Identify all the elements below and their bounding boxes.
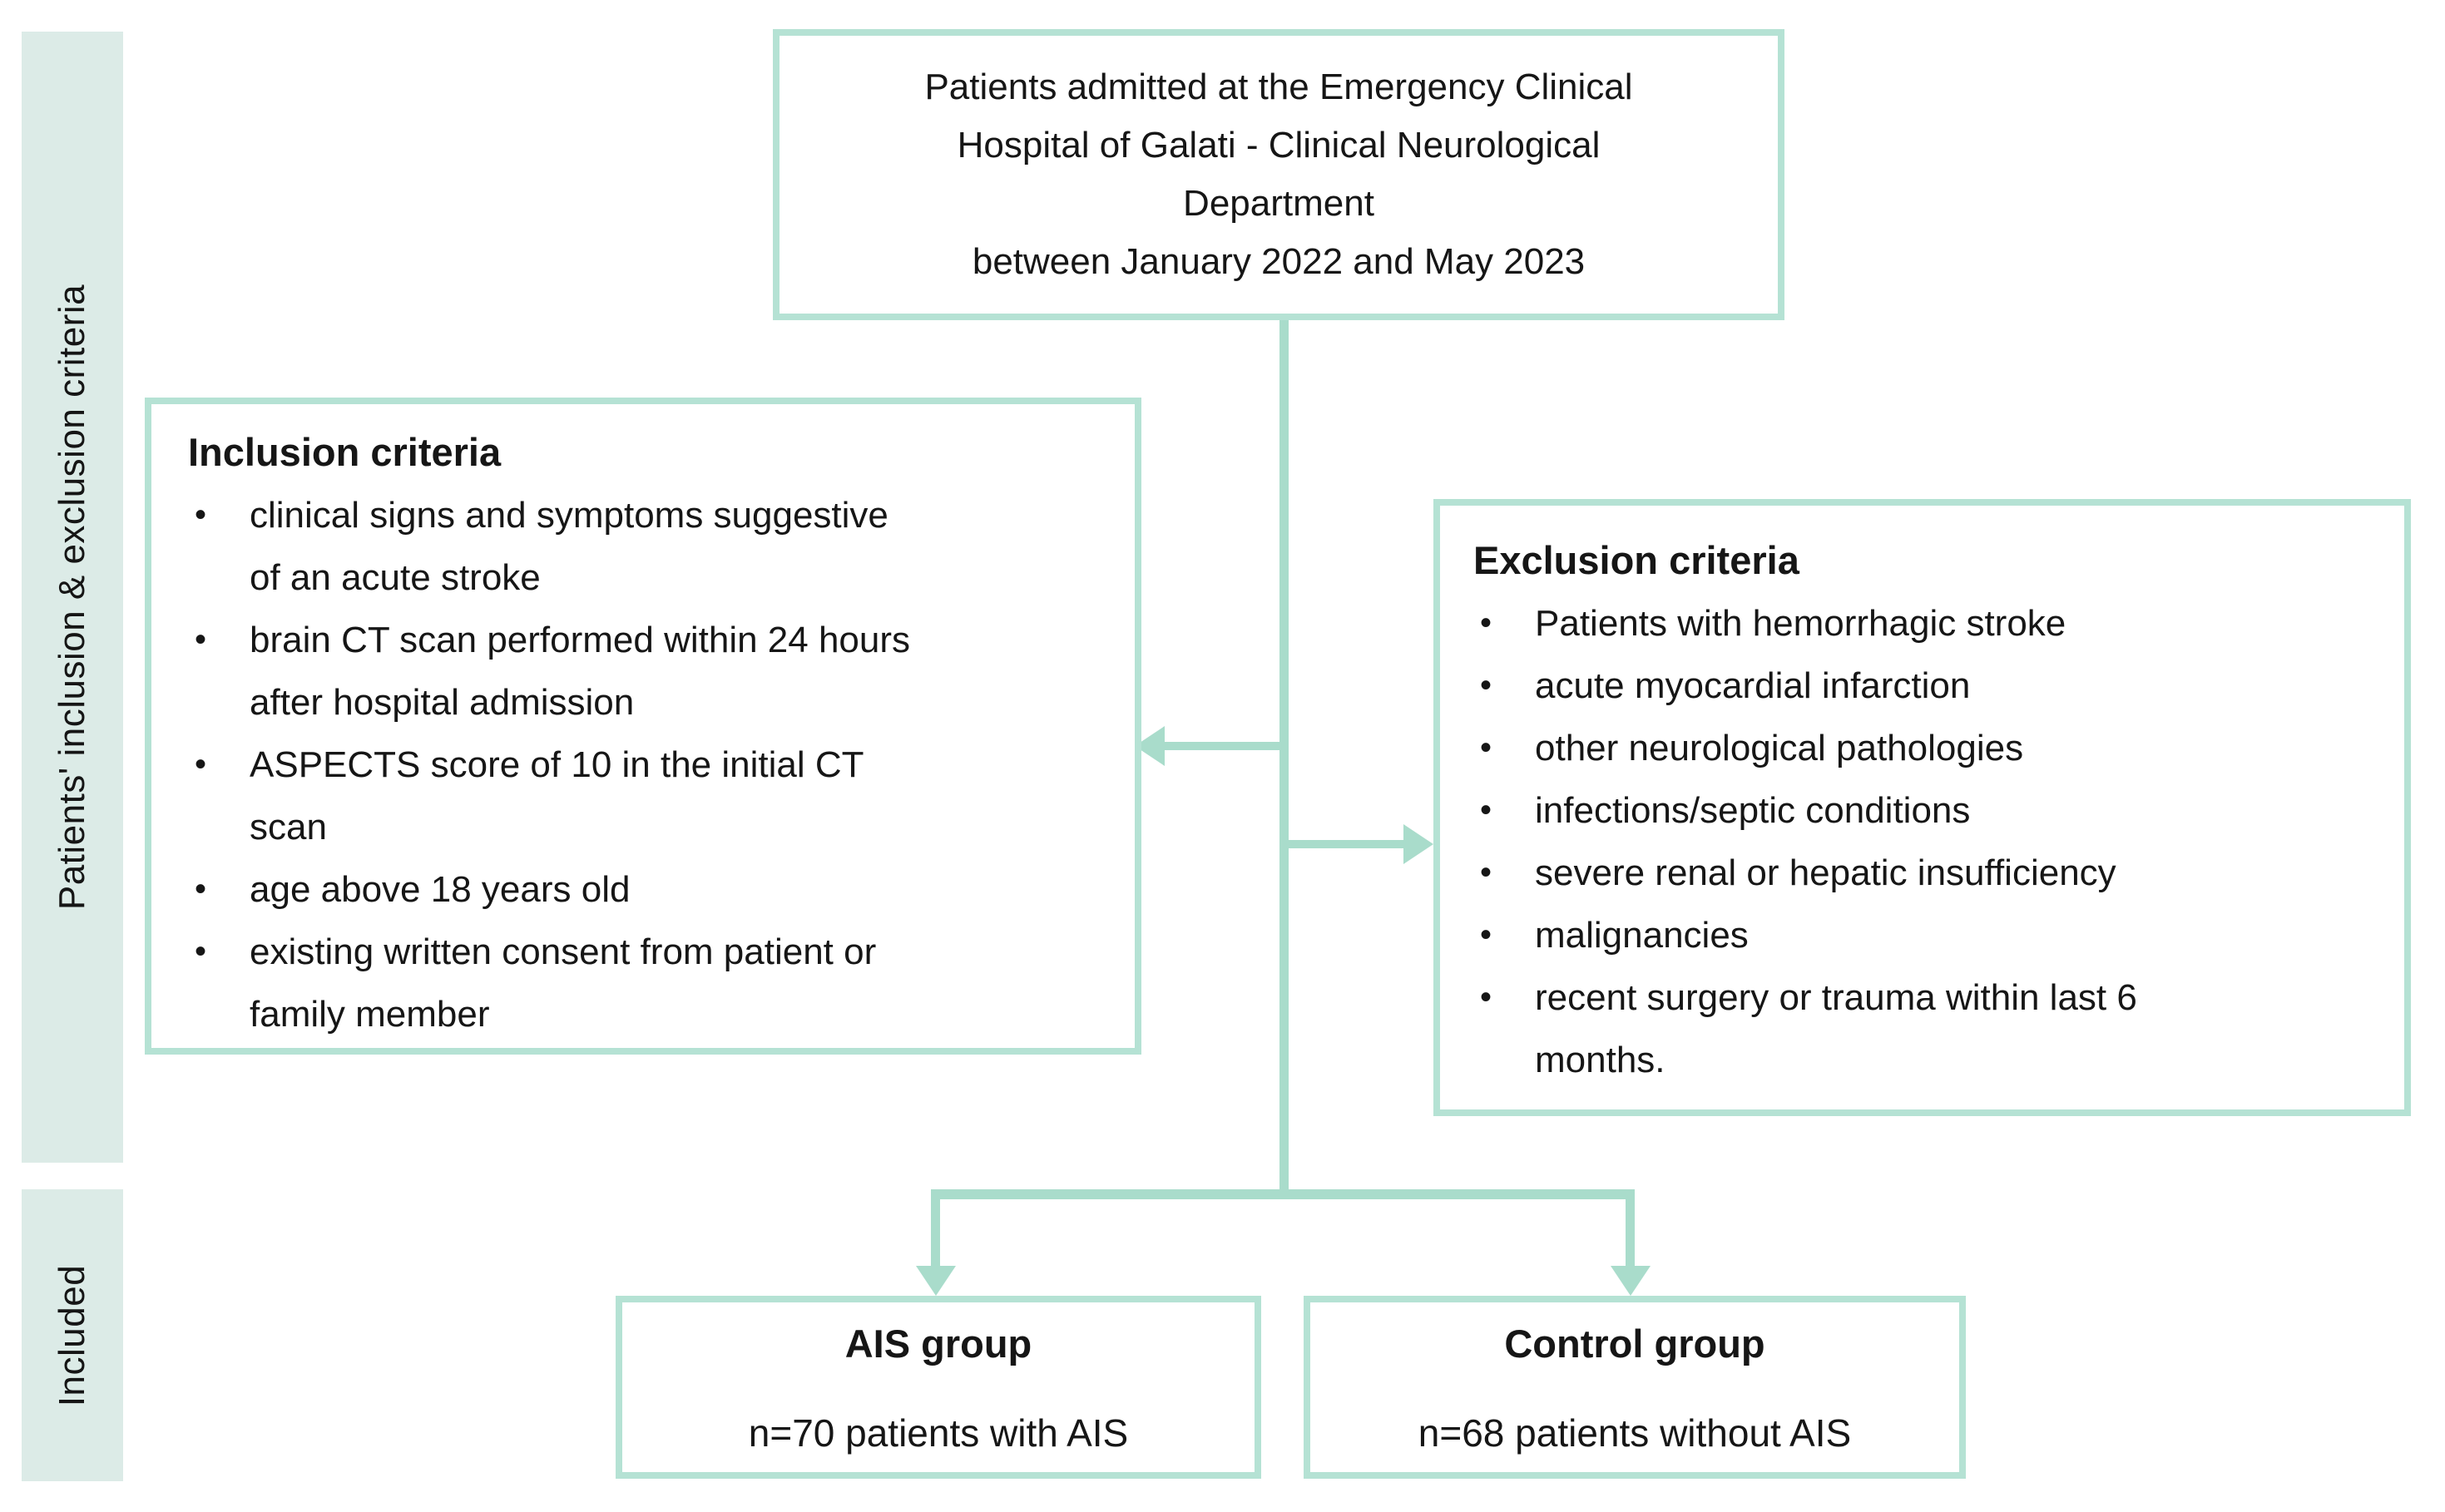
- inclusion-item: • existing written consent from patient …: [188, 921, 1115, 1045]
- inclusion-item-text: clinical signs and symptoms suggestive o…: [250, 495, 888, 598]
- included-section-band: Included: [22, 1189, 123, 1481]
- bullet-icon: •: [195, 933, 207, 970]
- ais-group-box: AIS group n=70 patients with AIS: [616, 1296, 1261, 1479]
- exclusion-item: • recent surgery or trauma within last 6…: [1473, 966, 2384, 1091]
- bullet-icon: •: [1480, 667, 1492, 704]
- exclusion-item: • Patients with hemorrhagic stroke: [1473, 592, 2384, 655]
- bullet-icon: •: [1480, 729, 1492, 766]
- inclusion-item-text: brain CT scan performed within 24 hours …: [250, 620, 911, 723]
- bullet-icon: •: [1480, 605, 1492, 641]
- inclusion-item-text: ASPECTS score of 10 in the initial CT sc…: [250, 744, 864, 847]
- inclusion-item-text: age above 18 years old: [250, 869, 631, 910]
- exclusion-item-text: recent surgery or trauma within last 6 m…: [1535, 977, 2137, 1080]
- exclusion-item: • acute myocardial infarction: [1473, 655, 2384, 717]
- criteria-section-band: Patients' inclusion & exclusion criteria: [22, 32, 123, 1163]
- inclusion-title: Inclusion criteria: [188, 430, 502, 474]
- control-group-box: Control group n=68 patients without AIS: [1304, 1296, 1966, 1479]
- bullet-icon: •: [1480, 854, 1492, 891]
- exclusion-item: • infections/septic conditions: [1473, 779, 2384, 842]
- included-band-label: Included: [52, 1264, 93, 1406]
- inclusion-item: • brain CT scan performed within 24 hour…: [188, 609, 1115, 734]
- criteria-band-label: Patients' inclusion & exclusion criteria: [52, 284, 93, 911]
- exclusion-item: • malignancies: [1473, 904, 2384, 966]
- arrow-right-icon: [1403, 824, 1433, 864]
- connector-stem: [1279, 320, 1289, 1199]
- bullet-icon: •: [195, 746, 207, 783]
- arrow-down-left-icon: [916, 1266, 956, 1296]
- connector-drop-left: [931, 1189, 940, 1269]
- admissions-box: Patients admitted at the Emergency Clini…: [773, 29, 1784, 320]
- exclusion-item-text: Patients with hemorrhagic stroke: [1535, 603, 2066, 644]
- connector-branch-right: [1284, 840, 1406, 848]
- control-group-title: Control group: [1504, 1322, 1765, 1366]
- inclusion-item-text: existing written consent from patient or…: [250, 931, 877, 1035]
- control-group-count: n=68 patients without AIS: [1418, 1411, 1852, 1455]
- bullet-icon: •: [1480, 917, 1492, 953]
- connector-drop-right: [1626, 1189, 1635, 1269]
- inclusion-list: • clinical signs and symptoms suggestive…: [188, 484, 1115, 1045]
- exclusion-criteria-box: Exclusion criteria • Patients with hemor…: [1433, 499, 2411, 1116]
- exclusion-item: • other neurological pathologies: [1473, 717, 2384, 779]
- inclusion-item: • clinical signs and symptoms suggestive…: [188, 484, 1115, 609]
- exclusion-item-text: acute myocardial infarction: [1535, 665, 1971, 706]
- admissions-text: Patients admitted at the Emergency Clini…: [924, 67, 1633, 282]
- inclusion-criteria-box: Inclusion criteria • clinical signs and …: [145, 398, 1141, 1055]
- exclusion-item: • severe renal or hepatic insufficiency: [1473, 842, 2384, 904]
- bullet-icon: •: [195, 621, 207, 658]
- exclusion-item-text: other neurological pathologies: [1535, 728, 2024, 768]
- bullet-icon: •: [1480, 792, 1492, 828]
- connector-branch-left: [1161, 742, 1284, 750]
- inclusion-item: • age above 18 years old: [188, 858, 1115, 921]
- bullet-icon: •: [195, 871, 207, 907]
- bullet-icon: •: [195, 497, 207, 533]
- inclusion-item: • ASPECTS score of 10 in the initial CT …: [188, 734, 1115, 858]
- bullet-icon: •: [1480, 979, 1492, 1015]
- exclusion-item-text: infections/septic conditions: [1535, 790, 1971, 831]
- exclusion-list: • Patients with hemorrhagic stroke • acu…: [1473, 592, 2384, 1091]
- ais-group-title: AIS group: [844, 1322, 1032, 1366]
- exclusion-title: Exclusion criteria: [1473, 538, 1799, 582]
- exclusion-item-text: severe renal or hepatic insufficiency: [1535, 852, 2116, 893]
- exclusion-item-text: malignancies: [1535, 915, 1749, 956]
- arrow-down-right-icon: [1611, 1266, 1651, 1296]
- connector-split-bar: [931, 1189, 1635, 1199]
- ais-group-count: n=70 patients with AIS: [748, 1411, 1129, 1455]
